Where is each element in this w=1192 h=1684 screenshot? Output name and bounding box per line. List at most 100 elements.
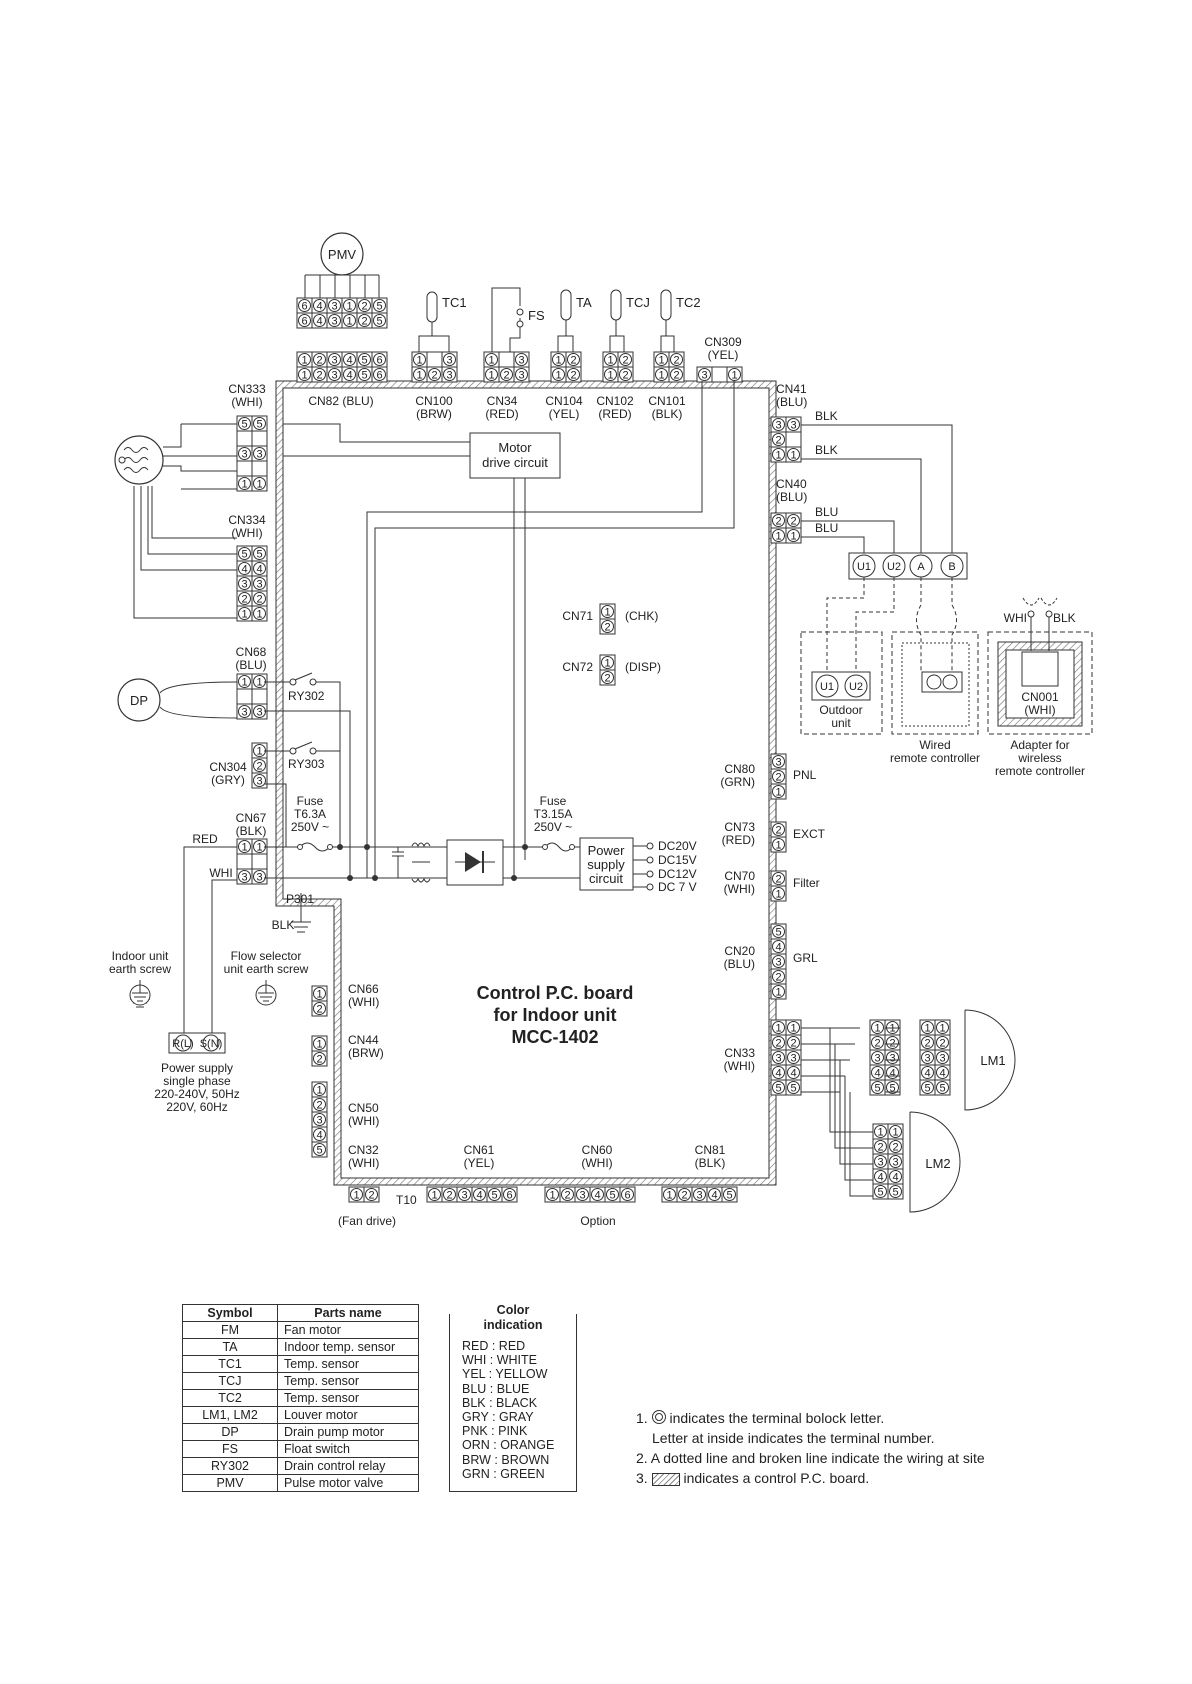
svg-text:5: 5: [775, 1083, 781, 1095]
svg-text:1: 1: [775, 987, 781, 999]
svg-text:4: 4: [316, 316, 322, 328]
cn41-wire1: BLK: [815, 409, 838, 423]
lm1-label: LM1: [980, 1053, 1005, 1068]
parts-symbol: TC2: [182, 1389, 278, 1407]
parts-symbol: TA: [182, 1338, 278, 1356]
svg-text:1: 1: [256, 677, 262, 689]
svg-text:3: 3: [256, 776, 262, 788]
svg-text:4: 4: [346, 355, 352, 367]
cn33-label: CN33: [724, 1046, 755, 1060]
parts-name: Float switch: [277, 1440, 419, 1458]
ry302-relay: RY302: [288, 672, 325, 703]
svg-text:4: 4: [594, 1190, 600, 1202]
cn101-color: (BLK): [652, 407, 683, 421]
svg-text:2: 2: [431, 370, 437, 382]
wire-whi-label: WHI: [209, 866, 232, 880]
svg-text:5: 5: [874, 1083, 880, 1095]
cn33-color: (WHI): [724, 1059, 755, 1073]
svg-text:3: 3: [316, 1115, 322, 1127]
cn40-label: CN40: [776, 477, 807, 491]
fuse2-l2: T3.15A: [534, 807, 573, 821]
svg-text:5: 5: [376, 316, 382, 328]
adapter-blk: BLK: [1053, 611, 1076, 625]
adapter-whi: WHI: [1004, 611, 1027, 625]
cn73-pins: 21: [770, 821, 787, 853]
svg-text:3: 3: [331, 301, 337, 313]
svg-text:3: 3: [241, 579, 247, 591]
terminal-u2: U2: [887, 561, 901, 573]
parts-table-header-symbol: Symbol: [182, 1304, 278, 1322]
fs-switch: FS: [491, 287, 545, 352]
indoor-earth-l1: Indoor unit: [112, 949, 169, 963]
svg-text:1: 1: [488, 355, 494, 367]
board-title-line3: MCC-1402: [511, 1027, 598, 1047]
louver-motor-lm2: LM2: [909, 1111, 961, 1213]
cn72-label: CN72: [562, 660, 593, 674]
svg-text:2: 2: [316, 1054, 322, 1066]
svg-text:1: 1: [301, 370, 307, 382]
svg-text:5: 5: [889, 1083, 895, 1095]
notes: 1. indicates the terminal bolock letter.…: [636, 1408, 985, 1488]
dc7v: DC 7 V: [658, 880, 697, 894]
svg-text:1: 1: [256, 842, 262, 854]
cn333-label: CN333: [228, 382, 266, 396]
wired-rc-l1: Wired: [919, 738, 950, 752]
terminal-rl: R(L): [172, 1038, 193, 1050]
svg-text:1: 1: [256, 609, 262, 621]
svg-text:3: 3: [256, 872, 262, 884]
note-3: 3. indicates a control P.C. board.: [636, 1468, 985, 1488]
svg-text:1: 1: [790, 531, 796, 543]
cn40-wire1: BLU: [815, 505, 838, 519]
svg-text:1: 1: [790, 450, 796, 462]
fan-drive-label: (Fan drive): [338, 1214, 396, 1228]
fuse-t3a: Fuse T3.15A 250V ~: [534, 794, 575, 852]
svg-text:3: 3: [579, 1190, 585, 1202]
svg-text:1: 1: [658, 355, 664, 367]
cn34-color: (RED): [485, 407, 518, 421]
svg-text:2: 2: [622, 355, 628, 367]
svg-text:3: 3: [518, 355, 524, 367]
fan-motor: [114, 435, 164, 485]
svg-text:6: 6: [624, 1190, 630, 1202]
svg-text:3: 3: [256, 707, 262, 719]
svg-text:1: 1: [604, 658, 610, 670]
svg-text:2: 2: [790, 516, 796, 528]
svg-text:1: 1: [241, 677, 247, 689]
color-item: ORN : ORANGE: [462, 1438, 555, 1453]
cn100-label: CN100: [415, 394, 453, 408]
color-item: GRN : GREEN: [462, 1466, 545, 1481]
svg-text:3: 3: [518, 370, 524, 382]
svg-text:3: 3: [877, 1157, 883, 1169]
drain-pump: DP: [117, 678, 238, 722]
svg-text:3: 3: [461, 1190, 467, 1202]
cn80-pins: 321: [770, 753, 787, 800]
indoor-earth-l2: earth screw: [109, 962, 171, 976]
cn41-wire2: BLK: [815, 443, 838, 457]
svg-text:1: 1: [892, 1127, 898, 1139]
svg-text:3: 3: [256, 579, 262, 591]
note-1-cont: Letter at inside indicates the terminal …: [652, 1430, 935, 1446]
pmv-label: PMV: [328, 247, 357, 262]
svg-text:1: 1: [775, 450, 781, 462]
cn82-label: CN82 (BLU): [308, 394, 373, 408]
fuse-t6a: Fuse T6.3A 250V ~: [291, 794, 333, 852]
cn309-label: CN309: [704, 335, 742, 349]
svg-text:3: 3: [775, 420, 781, 432]
color-item: PNK : PINK: [462, 1424, 528, 1439]
svg-text:3: 3: [892, 1157, 898, 1169]
svg-text:2: 2: [681, 1190, 687, 1202]
louver-motor-lm1: LM1: [964, 1009, 1016, 1111]
svg-text:3: 3: [790, 420, 796, 432]
ry303-relay: RY303: [288, 741, 325, 771]
